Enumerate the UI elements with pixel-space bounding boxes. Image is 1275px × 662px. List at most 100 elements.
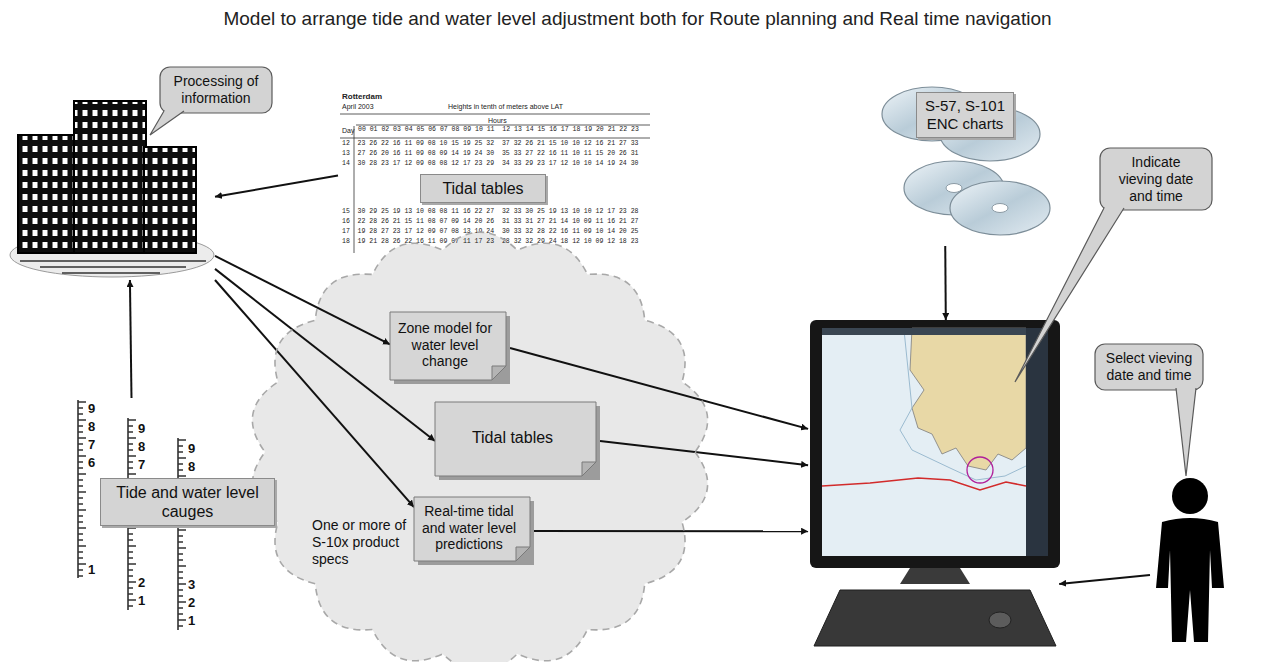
staff-gauge	[78, 400, 86, 578]
flow-arrow	[215, 176, 338, 197]
table-row: 13 27 26 20 16 11 09 08 09 14 19 24 30 3…	[342, 151, 638, 158]
gauge-number: 8	[188, 460, 195, 473]
person-head	[1172, 478, 1208, 514]
office-building: Processing of information	[10, 95, 215, 280]
gauge-number: 1	[88, 563, 95, 576]
table-rules	[340, 114, 650, 253]
callout-tail-outline	[150, 111, 184, 135]
building-tower	[74, 101, 146, 253]
monitor-screen	[822, 328, 1048, 556]
table-subheading: April 2003	[342, 103, 374, 110]
document-fold	[492, 366, 506, 380]
document-text: Real-time tidal and water level predicti…	[416, 499, 522, 557]
gauge-number: 7	[138, 458, 145, 471]
gauge-label: Tide and water level cauges	[100, 478, 275, 526]
table-row: 12 23 26 22 16 11 09 08 10 15 19 25 32 3…	[342, 141, 638, 148]
chart-contour	[900, 330, 1026, 480]
gauge-number: 6	[88, 456, 95, 469]
document-box: Zone model for water level change	[390, 312, 510, 384]
ship-ring	[967, 457, 993, 483]
flow-arrow	[1059, 575, 1150, 584]
ui-panel	[1026, 328, 1048, 556]
table-row: 14 30 28 23 17 12 09 08 08 12 17 23 29 3…	[342, 161, 638, 168]
cloud-label: One or more of S-10x product specs	[312, 517, 412, 567]
callout-bubble	[1095, 344, 1203, 476]
cloud-fill	[252, 232, 707, 662]
callout-text: Select vieving date and time	[1095, 344, 1203, 390]
flow-arrow	[130, 280, 132, 398]
document-fold	[582, 462, 596, 476]
document-text: Tidal tables	[437, 404, 588, 472]
gauge-number: 8	[88, 420, 95, 433]
document-sheet	[390, 312, 506, 380]
gauge-number: 9	[188, 442, 195, 455]
building-tower	[18, 135, 76, 253]
callout-text: Indicate vieving date and time	[1100, 148, 1212, 210]
route-line	[822, 478, 1026, 490]
diagram-title: Model to arrange tide and water level ad…	[0, 8, 1275, 30]
table-row: 18 19 21 28 26 22 16 11 09 07 11 17 23 2…	[342, 239, 638, 246]
building-tower	[144, 147, 196, 253]
ui-toolbar	[822, 328, 1026, 335]
document-box: Real-time tidal and water level predicti…	[414, 497, 534, 565]
callout-text: Processing of information	[160, 67, 272, 113]
callout-bubble	[150, 67, 272, 135]
callout-tail	[1176, 388, 1196, 476]
gauge-number: 2	[138, 576, 145, 589]
product-cloud: One or more of S-10x product specs Zone m…	[262, 242, 698, 658]
document-text: Zone model for water level change	[392, 314, 498, 376]
keyboard	[814, 590, 1056, 646]
monitor-stand	[900, 568, 970, 584]
staff-gauge	[178, 438, 186, 630]
cloud-fill	[252, 232, 707, 662]
flow-arrow	[534, 530, 808, 532]
table-header: Day	[342, 127, 354, 134]
gauge-number: 9	[138, 422, 145, 435]
table-header-row: 00 01 02 03 04 05 06 07 08 09 10 11 12 1…	[358, 127, 639, 134]
table-row: 16 22 28 26 21 15 11 08 07 09 14 20 26 3…	[342, 219, 638, 226]
callout-body	[160, 67, 272, 113]
cd-disc	[950, 181, 1050, 235]
node-shape	[10, 95, 215, 280]
callout-tail-outline	[1176, 388, 1196, 476]
table-heading: Rotterdam	[342, 93, 382, 101]
table-caption: Heights in tenth of meters above LAT	[448, 103, 563, 110]
document-box: Tidal tables	[435, 402, 600, 480]
table-title-box: Tidal tables	[420, 174, 546, 203]
chart-label: S-57, S-101 ENC charts	[916, 92, 1014, 138]
gauge-number: 3	[188, 578, 195, 591]
cd-hole	[946, 184, 962, 193]
tide-table-image: RotterdamApril 2003 Heights in tenth of m…	[338, 93, 654, 258]
table-row: 17 19 28 27 23 17 12 09 07 08 13 19 24 3…	[342, 229, 638, 236]
callout-tail	[150, 111, 184, 135]
ground-lines	[20, 261, 206, 273]
document-fold	[516, 547, 530, 561]
gauge-number: 9	[88, 402, 95, 415]
flow-arrow	[215, 256, 390, 344]
node-shape	[800, 320, 1070, 650]
gauge-number: 7	[88, 438, 95, 451]
gauge-number: 2	[188, 596, 195, 609]
trackball	[989, 612, 1011, 628]
callout-body	[1100, 148, 1212, 210]
gauge-number: 8	[138, 440, 145, 453]
person-body	[1156, 518, 1224, 642]
gauge-number: 1	[188, 614, 195, 627]
flow-arrow	[944, 246, 947, 320]
document-sheet	[414, 497, 530, 561]
ecdis-monitor: Indicate vieving date and time	[800, 320, 1070, 650]
enc-chart-discs: S-57, S-101 ENC charts	[862, 76, 1047, 246]
gauge-number: 1	[138, 594, 145, 607]
chart-land	[910, 328, 1026, 470]
monitor-bezel	[810, 320, 1060, 568]
navigator-figure: Select vieving date and time	[1150, 470, 1235, 645]
table-header: Hours	[488, 117, 507, 124]
cd-hole	[992, 204, 1008, 213]
flow-arrow	[215, 280, 414, 507]
table-row: 15 30 29 25 19 13 10 08 08 11 16 22 27 3…	[342, 209, 638, 216]
callout-body	[1095, 344, 1203, 390]
node-shape	[1150, 470, 1235, 645]
flow-arrow	[600, 441, 808, 465]
